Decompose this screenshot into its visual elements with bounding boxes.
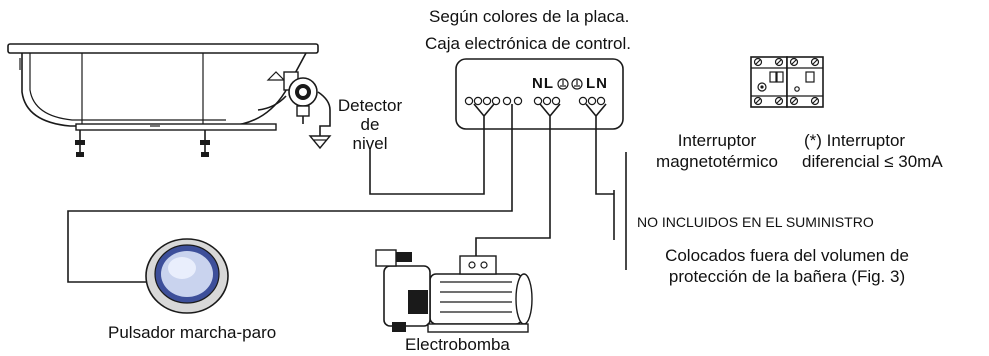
label-placa-colores: Según colores de la placa. [429, 7, 630, 26]
magnetothermic-switch [750, 56, 788, 108]
label-interruptor-dif-line1: (*) Interruptor [804, 131, 906, 150]
bathtub [7, 43, 319, 157]
label-electrobomba: Electrobomba [405, 335, 510, 354]
label-colocados: Colocados fuera del volumen de protecció… [630, 245, 944, 287]
level-detector [283, 71, 332, 150]
label-detector-line3: nivel [352, 134, 388, 153]
tub-foot-left [75, 130, 85, 157]
label-no-incluidos: NO INCLUIDOS EN EL SUMINISTRO [637, 214, 874, 230]
label-interruptor-diferencial: (*) Interruptor diferencial ≤ 30mA [802, 130, 943, 172]
label-detector-line2: de [360, 115, 380, 134]
label-caja-control: Caja electrónica de control. [425, 34, 632, 53]
terminal-label-ln: LN [586, 75, 608, 92]
wire-detector [369, 103, 495, 195]
label-pulsador: Pulsador marcha-paro [108, 323, 277, 342]
wires [67, 103, 627, 283]
label-colocados-line2: protección de la bañera (Fig. 3) [668, 267, 906, 286]
wire-mains [585, 103, 614, 195]
label-interruptor-mag-line2: magnetotérmico [656, 152, 778, 171]
label-detector-line1: Detector [337, 96, 403, 115]
pump [375, 249, 533, 333]
label-interruptor-dif-line2: diferencial ≤ 30mA [802, 152, 943, 171]
push-button [145, 238, 229, 314]
label-detector-nivel: Detector de nivel [332, 96, 408, 153]
label-interruptor-magnetotermico: Interruptor magnetotérmico [642, 130, 792, 172]
wire-pump [475, 103, 561, 256]
control-box [455, 58, 624, 130]
label-interruptor-mag-line1: Interruptor [677, 131, 757, 150]
wire-pushbutton [67, 104, 513, 283]
terminal-label-nl: NL [532, 75, 554, 92]
tub-foot-right [200, 130, 210, 157]
differential-switch [786, 56, 824, 108]
label-colocados-line1: Colocados fuera del volumen de [665, 246, 909, 265]
